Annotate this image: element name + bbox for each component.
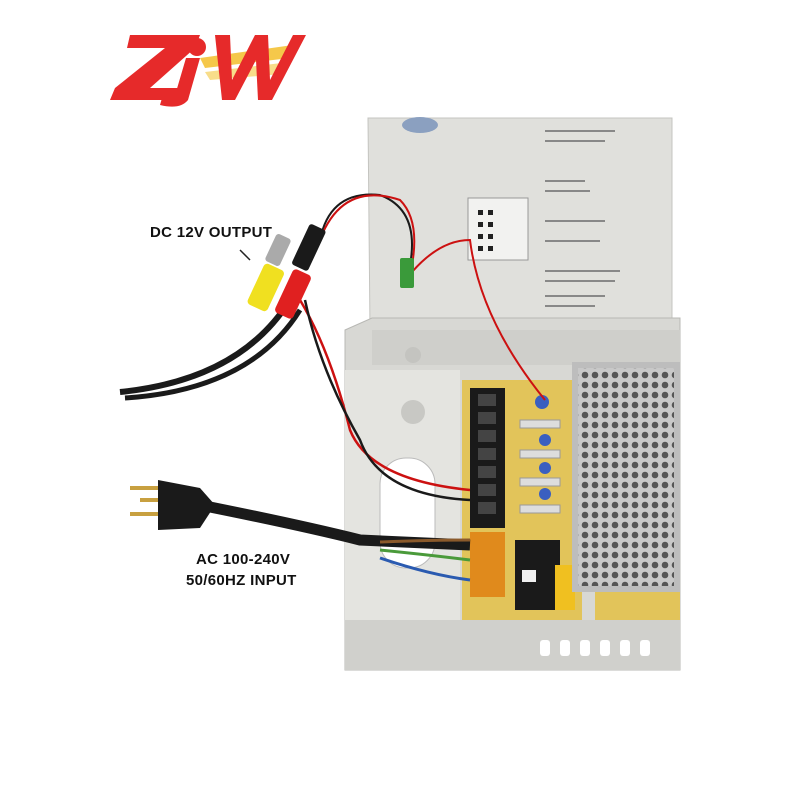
- circuit-board: [462, 380, 582, 620]
- ac-input-label-line1: AC 100-240V: [196, 551, 291, 568]
- label-pointer: [239, 249, 251, 261]
- ac-input-label-line2: 50/60HZ INPUT: [186, 572, 297, 589]
- ac-plug: [130, 480, 215, 530]
- power-supply-module: [572, 362, 680, 620]
- cables: [119, 193, 546, 582]
- dc-output-label: DC 12V OUTPUT: [150, 224, 273, 241]
- rca-connectors: [247, 224, 414, 319]
- zjw-logo: [110, 35, 306, 107]
